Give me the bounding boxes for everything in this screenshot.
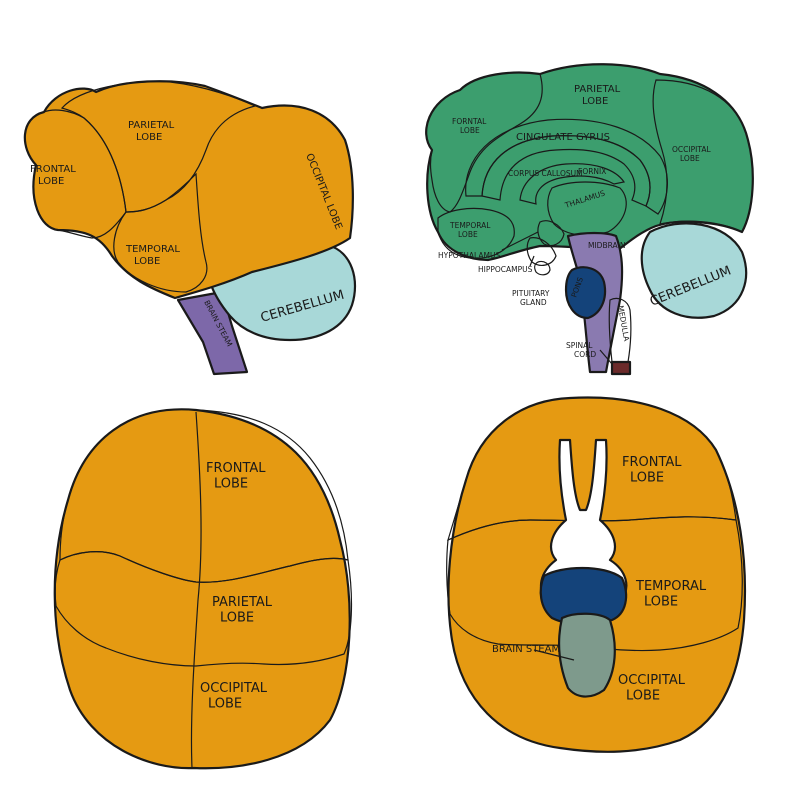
- sagittal-cingulate-label: CINGULATE GYRUS: [516, 132, 610, 143]
- sagittal-cerebellum-region: [640, 222, 748, 319]
- sagittal-hypothalamus-region: [537, 220, 565, 247]
- lateral-parietal-region: [60, 81, 257, 213]
- label-second-line: LOBE: [582, 96, 608, 107]
- sagittal-medulla-region: [608, 297, 632, 363]
- label-second-line: LOBE: [38, 176, 64, 187]
- sagittal-thalamus-region: [547, 181, 627, 236]
- inferior-brainstem-arrow: [533, 649, 575, 661]
- sagittal-midbrain-label: MIDBRAIN: [588, 241, 625, 250]
- lateral-temporal-region: [113, 172, 208, 293]
- sagittal-hypothalamus-label: HYPOTHALAMUS: [438, 251, 500, 260]
- sagittal-fornix-region: [519, 163, 625, 205]
- label-second-line: LOBE: [208, 697, 242, 712]
- sagittal-callosum-label: CORPUS CALLOSUM: [508, 169, 583, 178]
- inferior-pons-region: [539, 566, 628, 626]
- sagittal-pons-region: [564, 266, 607, 320]
- sagittal-medulla-label: MEDULLA: [616, 305, 631, 343]
- sagittal-occipital-region: [652, 79, 754, 233]
- label-second-line: LOBE: [134, 256, 160, 267]
- sagittal-pituitary-region: [534, 260, 551, 276]
- label-second-line: LOBE: [136, 132, 162, 143]
- label-second-line: LOBE: [644, 595, 678, 610]
- label-second-line: LOBE: [680, 154, 700, 163]
- sagittal-hippocampus-region: [526, 237, 557, 266]
- superior-fissure: [190, 411, 202, 769]
- label-second-line: LOBE: [214, 477, 248, 492]
- inferior-brainstem-region: [558, 612, 616, 698]
- inferior-brainstem-label: BRAIN STEAM: [492, 644, 560, 655]
- superior-frontal-region: [59, 408, 349, 583]
- label-second-line: LOBE: [220, 611, 254, 626]
- label-second-line: GLAND: [520, 298, 547, 307]
- sagittal-spinal-arrow: [599, 349, 613, 365]
- sagittal-callosum-region: [481, 135, 651, 207]
- lateral-cerebrum-outline: [23, 80, 354, 300]
- sagittal-fornix-label: FORNIX: [578, 167, 606, 176]
- sagittal-spinal-region: [610, 360, 632, 376]
- sagittal-temporal-region: [437, 207, 515, 259]
- label-second-line: CORD: [574, 350, 596, 359]
- sagittal-hippocampus-arrow: [529, 255, 535, 267]
- label-second-line: LOBE: [458, 230, 478, 239]
- sagittal-hippocampus-label: HIPPOCAMPUS: [478, 265, 533, 274]
- label-second-line: LOBE: [626, 689, 660, 704]
- label-second-line: LOBE: [460, 126, 480, 135]
- label-second-line: LOBE: [630, 471, 664, 486]
- sagittal-hypothalamus-arrow: [501, 231, 539, 251]
- inferior-olfactory-region: [539, 438, 628, 602]
- sagittal-frontal-region: [425, 71, 543, 213]
- superior-brain-outline: [53, 408, 351, 770]
